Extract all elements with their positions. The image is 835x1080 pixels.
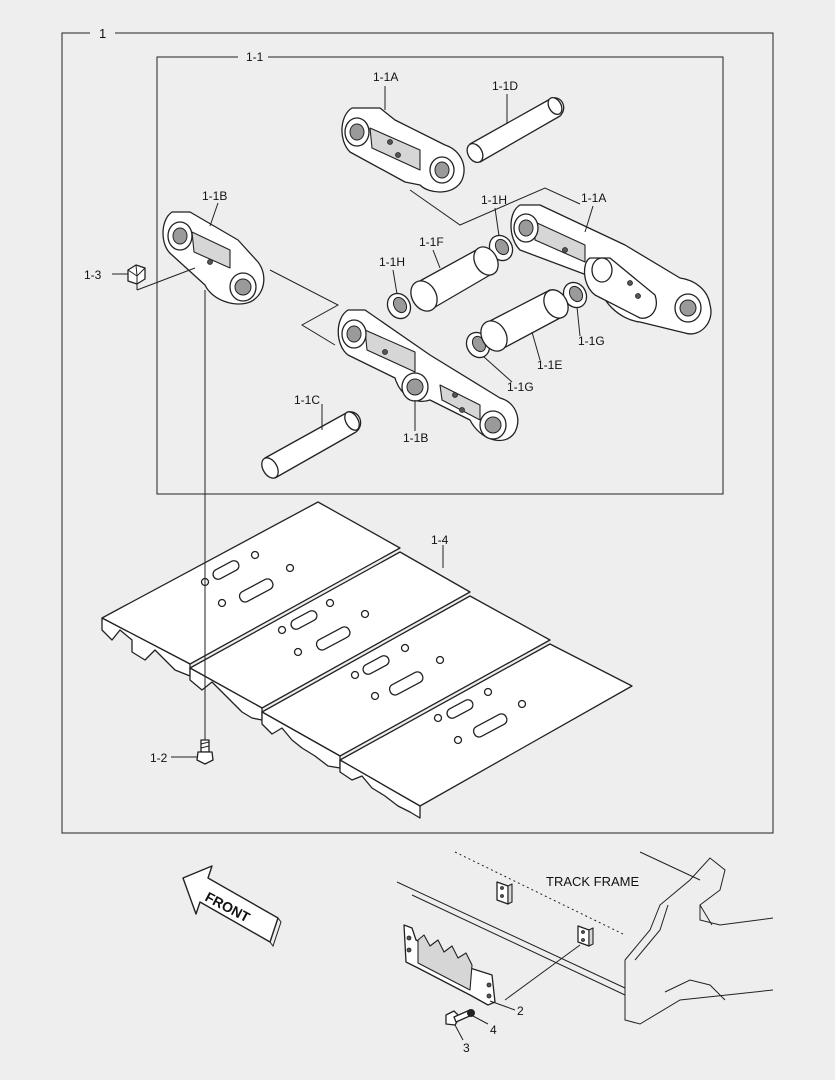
- washer-4: [467, 1009, 475, 1017]
- frame-bracket-2: [577, 925, 594, 947]
- callout-1-2: 1-2: [150, 751, 168, 765]
- bushing-1-1f: [410, 246, 499, 312]
- assembly-1-1-frame: [156, 56, 724, 495]
- callout-1-1b-bottom: 1-1B: [403, 431, 428, 445]
- track-frame-label: TRACK FRAME: [546, 874, 640, 889]
- shoe-holes: [200, 550, 527, 745]
- leader-lines: [112, 86, 594, 758]
- callout-1-1h-left: 1-1H: [379, 255, 405, 269]
- callout-1-4: 1-4: [431, 533, 449, 547]
- track-frame: [396, 851, 774, 1025]
- callout-1-1d: 1-1D: [492, 79, 518, 93]
- callout-1-1e: 1-1E: [537, 358, 562, 372]
- lower-leader-lines: [454, 944, 581, 1041]
- callout-1-3: 1-3: [84, 268, 102, 282]
- callout-1-1h-right: 1-1H: [481, 193, 507, 207]
- link-1-1b-bottom: [337, 309, 519, 442]
- pin-1-1c: [261, 411, 362, 479]
- track-guard-2: [403, 924, 496, 1006]
- nut-1-3: [127, 264, 146, 285]
- assembly-1-frame: [61, 32, 774, 834]
- seal-1-1h-left: [386, 292, 412, 320]
- callout-1-1: 1-1: [246, 50, 264, 64]
- callout-1: 1: [99, 26, 106, 41]
- link-1-1b-left: [162, 211, 265, 305]
- callout-1-1a-top: 1-1A: [373, 70, 398, 84]
- bolt-1-2: [196, 290, 214, 765]
- seal-1-1g-right: [562, 281, 588, 309]
- track-shoes-1-4: [101, 501, 633, 819]
- front-arrow: FRONT: [182, 865, 282, 948]
- link-1-1a-right: [510, 204, 712, 335]
- callout-1-1c: 1-1C: [294, 393, 320, 407]
- callout-1-1g-bottom: 1-1G: [507, 380, 534, 394]
- pin-1-1d: [466, 96, 565, 163]
- callout-1-1f: 1-1F: [419, 235, 444, 249]
- bushing-1-1e: [480, 289, 569, 352]
- callout-1-1g-right: 1-1G: [578, 334, 605, 348]
- callout-3: 3: [463, 1041, 470, 1055]
- frame-bracket-1: [496, 881, 513, 905]
- link-1-1a-top: [341, 107, 465, 193]
- callout-2: 2: [517, 1004, 524, 1018]
- callout-1-1a-right: 1-1A: [581, 191, 606, 205]
- callout-4: 4: [490, 1023, 497, 1037]
- assembly-guide-lines: [136, 187, 581, 346]
- callout-1-1b-left: 1-1B: [202, 189, 227, 203]
- guard-bolt-3: [445, 1009, 473, 1026]
